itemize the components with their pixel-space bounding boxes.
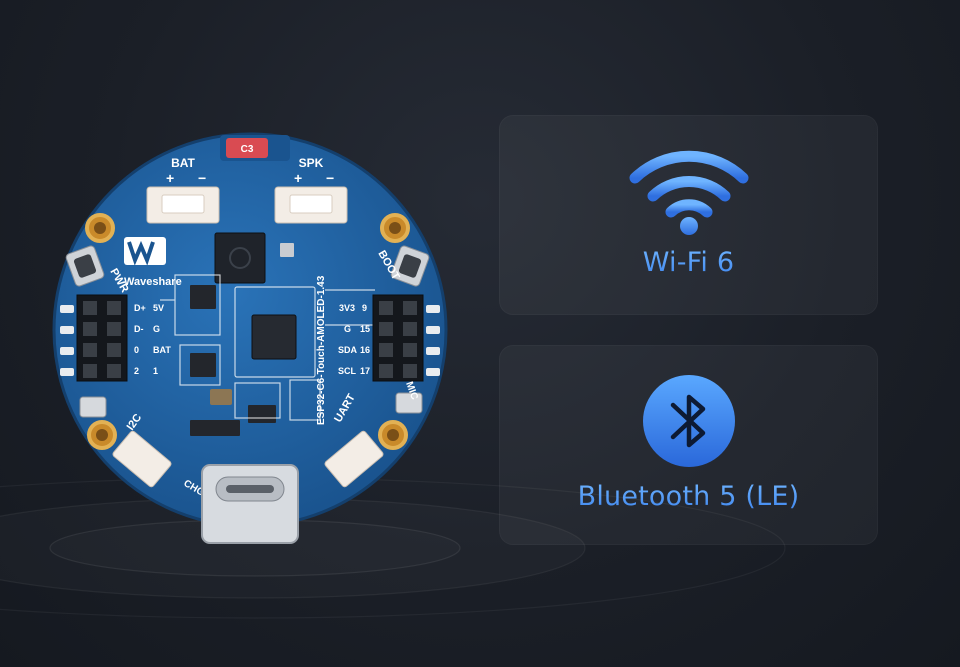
imu-chip [251, 314, 297, 360]
board-illustration: C3 BAT + − SPK + − Waveshare [52, 132, 448, 544]
svg-text:+: + [294, 170, 302, 186]
bluetooth-label: Bluetooth 5 (LE) [499, 481, 878, 512]
svg-text:SCL: SCL [338, 366, 357, 376]
svg-text:17: 17 [360, 366, 370, 376]
svg-text:2: 2 [134, 366, 139, 376]
svg-text:SDA: SDA [338, 345, 358, 355]
svg-text:16: 16 [360, 345, 370, 355]
mic-left [79, 396, 107, 418]
esp32-chip [214, 232, 266, 284]
svg-text:D+: D+ [134, 303, 146, 313]
bat-label: BAT [171, 156, 195, 170]
svg-text:+: + [166, 170, 174, 186]
wifi-label: Wi-Fi 6 [499, 247, 878, 278]
uart-connector [324, 430, 384, 488]
bluetooth-feature-card: Bluetooth 5 (LE) [499, 345, 878, 545]
model-text: ESP32-C6-Touch-AMOLED-1.43 [316, 275, 327, 425]
mic-right [395, 392, 423, 414]
esp32-board: C3 BAT + − SPK + − Waveshare [40, 125, 460, 555]
svg-text:0: 0 [134, 345, 139, 355]
top-label-chip [226, 138, 268, 158]
svg-text:15: 15 [360, 324, 370, 334]
svg-text:1: 1 [153, 366, 158, 376]
svg-text:9: 9 [362, 303, 367, 313]
svg-text:5V: 5V [153, 303, 164, 313]
svg-text:C3: C3 [241, 144, 254, 155]
svg-text:−: − [198, 170, 206, 186]
svg-text:BAT: BAT [153, 345, 171, 355]
svg-text:D-: D- [134, 324, 144, 334]
brand-text: Waveshare [124, 276, 182, 288]
svg-text:G: G [153, 324, 160, 334]
svg-text:3V3: 3V3 [339, 303, 355, 313]
i2c-connector [112, 430, 172, 488]
bluetooth-icon [642, 375, 735, 467]
svg-text:G: G [344, 324, 351, 334]
spk-label: SPK [299, 156, 324, 170]
wifi-icon [629, 150, 748, 235]
svg-text:−: − [326, 170, 334, 186]
wifi-feature-card: Wi-Fi 6 [499, 115, 878, 315]
